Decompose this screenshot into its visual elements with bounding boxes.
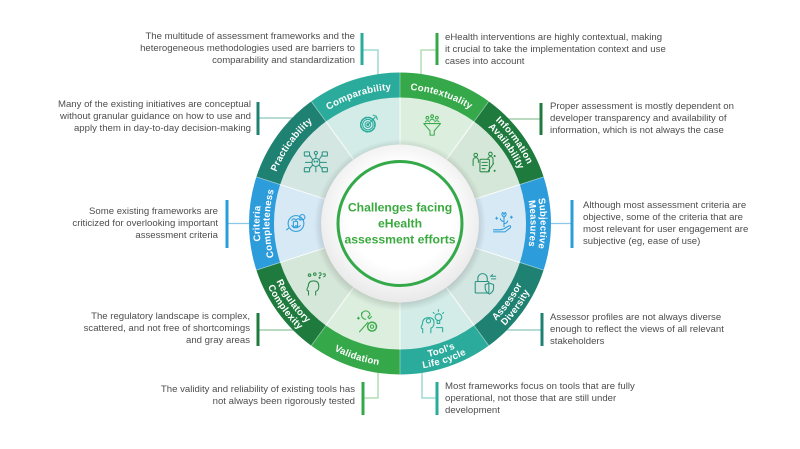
callout-text-line: Proper assessment is mostly dependent on	[550, 101, 734, 112]
band-divider	[473, 325, 490, 346]
segment-label-subjective-measures: Subjective	[535, 197, 548, 249]
band-divider	[519, 262, 544, 271]
callout-text-line: heterogeneous methodologies used are bar…	[140, 43, 355, 54]
callout-text-line: developer transparency and availability …	[550, 113, 727, 124]
callout-practicability: Many of the existing initiatives are con…	[58, 99, 251, 135]
segment-icons	[286, 114, 513, 334]
callout-text-line: not always been rigorously tested	[212, 396, 355, 407]
band-divider	[256, 262, 281, 271]
callout-text-line: assessment criteria	[135, 230, 218, 241]
hub-disc	[321, 144, 479, 303]
segment-band-tools-life-cycle	[400, 325, 489, 375]
center-title-line: Challenges facing	[348, 201, 452, 215]
band-divider	[310, 101, 327, 122]
center-title-line: eHealth	[378, 217, 422, 231]
callout-text-line: The regulatory landscape is complex,	[91, 311, 250, 322]
callout-information-availability: Proper assessment is mostly dependent on…	[550, 101, 734, 137]
callout-text-line: Some existing frameworks are	[88, 206, 218, 217]
wedge-divider	[325, 121, 356, 162]
band-divider	[256, 176, 281, 185]
callout-text-line: Many of the existing initiatives are con…	[57, 99, 251, 110]
segment-band-subjective-measures	[519, 176, 551, 271]
callout-text-line: stakeholders	[550, 336, 605, 347]
callout-text-line: scattered, and not free of shortcomings	[83, 323, 250, 334]
callout-text-line: development	[445, 405, 500, 416]
segment-band-validation	[311, 325, 400, 375]
clipboard-people-icon	[472, 151, 496, 173]
callout-text-line: The validity and reliability of existing…	[160, 384, 355, 395]
wrench-gear-icon	[356, 310, 378, 333]
band-divider	[310, 325, 327, 346]
segment-band-criteria-completeness	[249, 176, 281, 271]
callout-text-line: Most frameworks focus on tools that are …	[445, 381, 635, 392]
callout-regulatory-complexity: The regulatory landscape is complex,scat…	[84, 311, 250, 347]
callout-text-line: apply them in day-to-day decision-making	[73, 123, 251, 134]
connector-validation	[363, 371, 379, 399]
segment-band-regulatory-complexity	[256, 262, 326, 346]
callout-tools-life-cycle: Most frameworks focus on tools that are …	[445, 381, 635, 417]
head-question-icon	[306, 272, 326, 296]
callout-text-line: The multitude of assessment frameworks a…	[145, 31, 355, 42]
segment-bands	[249, 72, 551, 375]
lock-shield-icon	[474, 273, 497, 295]
callout-text-line: criticized for overlooking important	[72, 218, 218, 229]
segment-label-subjective-measures: Measures	[526, 199, 539, 247]
segment-band-assessor-diversity	[474, 262, 544, 346]
callout-assessor-diversity: Assessor profiles are not always diverse…	[550, 312, 724, 348]
band-divider	[519, 176, 544, 185]
callout-text-line: subjective (eg, ease of use)	[583, 236, 701, 247]
funnel-people-icon	[423, 114, 442, 136]
connector-contextuality	[420, 49, 437, 76]
segment-label-text: Completeness	[261, 188, 276, 259]
segment-band-information-availability	[474, 101, 544, 185]
hub-ring	[336, 160, 464, 287]
callout-text-line: and gray areas	[186, 335, 250, 346]
flower-hand-icon	[492, 211, 513, 233]
callout-text-line: comparability and standardization	[212, 55, 355, 66]
callout-text-line: Assessor profiles are not always diverse	[550, 312, 722, 323]
gear-target-icon	[359, 114, 378, 133]
band-divider	[473, 101, 490, 122]
callout-validation: The validity and reliability of existing…	[161, 384, 355, 408]
callout-contextuality: eHealth interventions are highly context…	[445, 32, 666, 68]
callout-connectors	[225, 33, 574, 415]
callout-text-line: it crucial to take the implementation co…	[445, 44, 666, 55]
head-bulb-icon	[420, 309, 445, 334]
callout-text-line: most relevant for user engagement are	[583, 224, 749, 235]
callout-text-line: cases into account	[445, 56, 525, 67]
network-head-icon	[303, 150, 328, 173]
segment-band-comparability	[311, 72, 400, 122]
segment-label-text: Measures	[526, 199, 539, 247]
segment-label-criteria-completeness: Completeness	[261, 188, 276, 259]
callout-text-line: Although most assessment criteria are	[583, 200, 747, 211]
brain-gears-icon	[286, 214, 306, 232]
callout-text-line: eHealth interventions are highly context…	[445, 32, 663, 43]
connector-comparability	[362, 49, 379, 76]
center-title-line: assessment efforts	[344, 233, 455, 247]
segment-band-contextuality	[400, 72, 489, 122]
segment-label-text: Subjective	[535, 197, 548, 249]
callout-text-line: information, which is not always the cas…	[550, 125, 724, 136]
segment-label-criteria-completeness: Criteria	[251, 205, 263, 242]
center-hub: Challenges facing eHealth assessment effor…	[314, 139, 486, 311]
connector-tools-life-cycle	[421, 371, 437, 399]
segment-label-text: Criteria	[251, 205, 263, 242]
callout-text-line: enough to reflect the views of all relev…	[550, 324, 724, 335]
segment-band-practicability	[256, 101, 326, 185]
callout-comparability: The multitude of assessment frameworks a…	[140, 31, 355, 67]
callout-text-line: operational, not those that are still un…	[445, 393, 617, 404]
callout-text-line: objective, some of the criteria that are	[583, 212, 743, 223]
wedge-divider	[444, 121, 475, 162]
callout-text-line: without granular guidance on how to use …	[60, 111, 251, 122]
